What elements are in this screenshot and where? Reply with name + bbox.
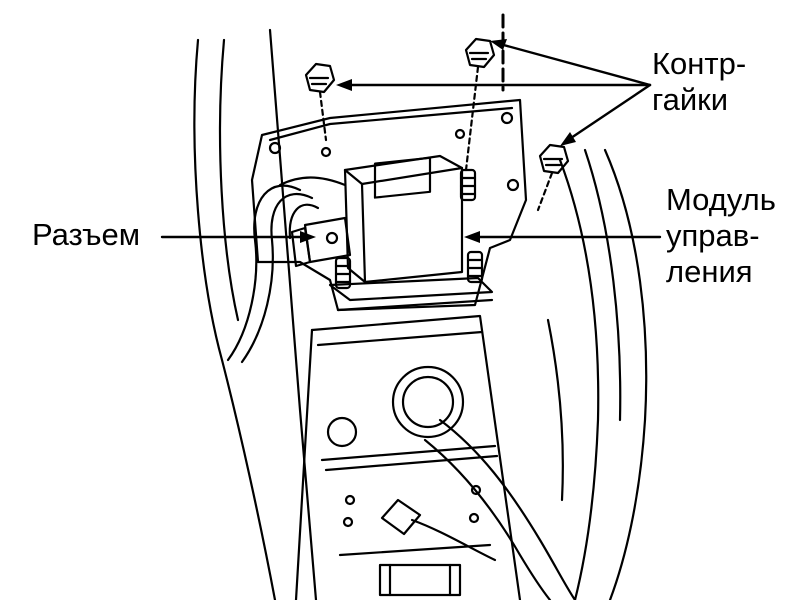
- connector-label: Разъем: [32, 217, 141, 252]
- connector-body: [290, 216, 352, 268]
- lock-nut-left: [304, 62, 336, 142]
- arrow-locknut-right: [560, 83, 652, 146]
- small-plug: [380, 498, 497, 562]
- mounting-bracket: [250, 98, 528, 312]
- arrow-locknut-left: [336, 79, 652, 91]
- control-module-label-line-1: Модуль: [666, 182, 776, 217]
- lock-nut-right: [536, 143, 570, 212]
- locknuts-label-line-2: гайки: [652, 82, 729, 117]
- locknuts-label-line-1: Контр-: [652, 46, 747, 81]
- body-panel-outline: [193, 28, 648, 600]
- arrow-locknut-middle: [490, 39, 652, 87]
- control-module-box: [328, 154, 494, 312]
- module-studs: [334, 168, 484, 290]
- arrow-connector: [160, 231, 316, 243]
- lower-housing: [294, 314, 522, 600]
- arrow-control-module: [464, 231, 662, 243]
- thick-cable: [423, 418, 577, 600]
- wire-harness-left: [226, 184, 320, 364]
- control-module-label-line-2: управ-: [666, 218, 760, 253]
- leader-arrows: [160, 39, 662, 243]
- control-module-label-line-3: ления: [666, 254, 753, 289]
